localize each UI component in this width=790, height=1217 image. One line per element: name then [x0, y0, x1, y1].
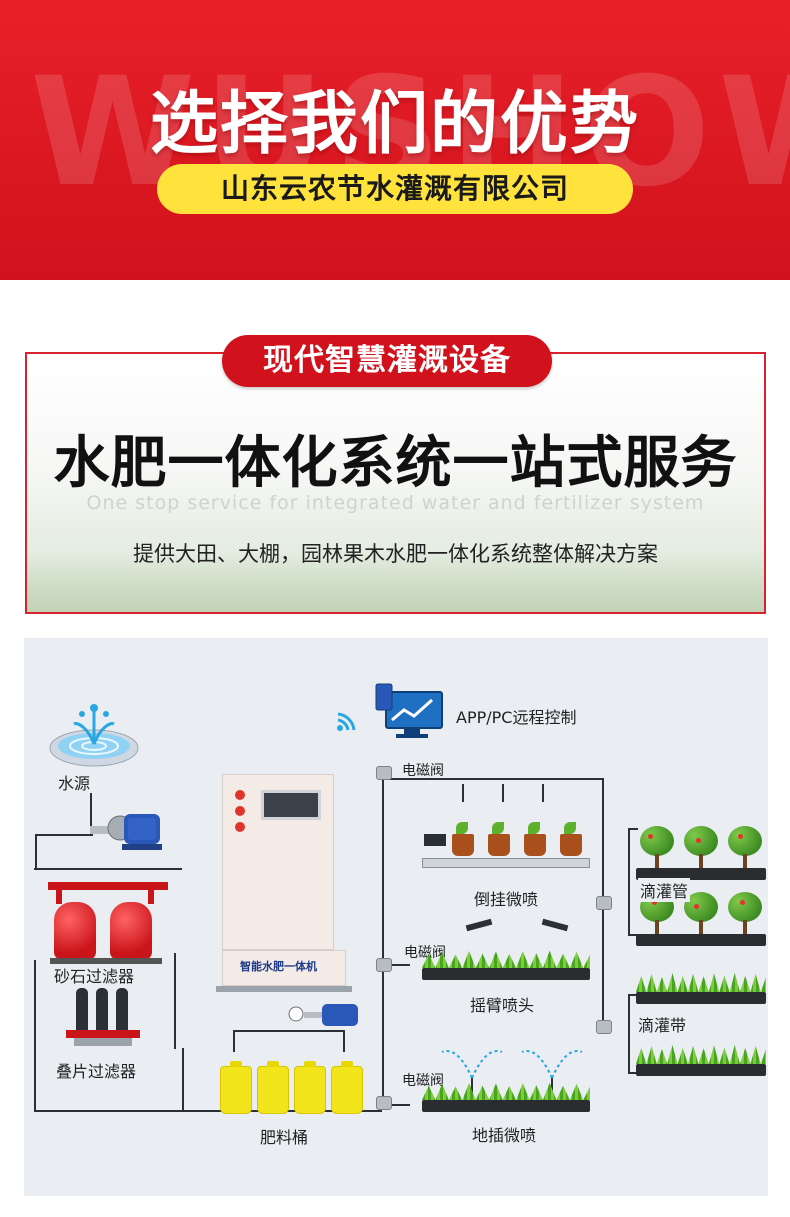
- remote-control-label: APP/PC远程控制: [456, 708, 577, 727]
- solenoid-valve-3-label: 电磁阀: [402, 1073, 444, 1089]
- computer-monitor-icon: [374, 682, 446, 742]
- advantage-banner: WUSHOW 选择我们的优势 山东云农节水灌溉有限公司: [0, 0, 790, 280]
- water-source-icon: [48, 700, 140, 770]
- fertilizer-bucket-label: 肥料桶: [260, 1128, 309, 1147]
- machine-touchscreen: [261, 790, 321, 820]
- service-headline: 水肥一体化系统一站式服务: [53, 431, 738, 496]
- field-background: [27, 552, 764, 612]
- disc-filter-icon: [66, 988, 144, 1054]
- solenoid-valve-3: [376, 1096, 392, 1110]
- sand-filter-icon: [48, 878, 178, 968]
- service-description: 提供大田、大棚，园林果木水肥一体化系统整体解决方案: [133, 542, 658, 566]
- drip-tape-label: 滴灌带: [638, 1016, 687, 1035]
- machine-button-red-3: [235, 822, 245, 832]
- pipe-buckets: [233, 1030, 345, 1052]
- water-pump-icon: [86, 806, 164, 856]
- drip-tape-field: [636, 964, 766, 1078]
- solenoid-valve-1-label: 电磁阀: [402, 763, 444, 779]
- pipe-filter-right: [174, 953, 182, 1049]
- pipe-filter-loop: [34, 1048, 184, 1112]
- hanging-micro-spray-scene: [422, 784, 592, 884]
- water-source-label: 水源: [58, 774, 91, 793]
- wifi-icon: [334, 704, 364, 734]
- machine-base: [216, 986, 352, 992]
- hanging-micro-spray-label: 倒挂微喷: [474, 890, 539, 909]
- pipe-low-branch: [382, 1104, 410, 1106]
- machine-button-red: [235, 790, 245, 800]
- service-english-subtitle: One stop service for integrated water an…: [86, 492, 705, 514]
- pipe-top-branch: [382, 778, 604, 780]
- fertilizer-bucket-3: [294, 1061, 326, 1114]
- fertilizer-bucket-2: [257, 1061, 289, 1114]
- pipe-filter-left: [34, 960, 44, 1050]
- ground-micro-spray-label: 地插微喷: [472, 1126, 537, 1145]
- pipe-mid-branch: [382, 964, 410, 966]
- irrigation-system-diagram: 水源 砂石过滤器: [24, 638, 768, 1196]
- drip-pipe-label: 滴灌管: [638, 878, 691, 902]
- drip-valve-1: [596, 896, 612, 910]
- pipe-drip-pipe-branch: [628, 828, 638, 936]
- disc-filter-label: 叠片过滤器: [56, 1062, 137, 1081]
- company-name-badge: 山东云农节水灌溉有限公司: [157, 164, 633, 214]
- solenoid-valve-2-label: 电磁阀: [404, 945, 446, 961]
- rocker-sprinkler-scene: [422, 918, 592, 984]
- solenoid-valve-1: [376, 766, 392, 780]
- pipe-source-down: [90, 793, 92, 835]
- pipe-right-vertical: [602, 910, 604, 1020]
- pipe-pump-line: [34, 868, 182, 870]
- machine-label: 智能水肥一体机: [240, 960, 317, 973]
- pipe-main-vertical: [382, 778, 384, 1110]
- banner-title: 选择我们的优势: [149, 85, 640, 164]
- pipe-source-to-pump: [35, 834, 93, 870]
- pipe-drip-tape-branch: [628, 994, 638, 1074]
- drip-valve-2: [596, 1020, 612, 1034]
- fertilizer-bucket-4: [331, 1061, 363, 1114]
- equipment-pill: 现代智慧灌溉设备: [222, 335, 552, 387]
- drip-pipe-orchard: [636, 822, 766, 950]
- solenoid-valve-2: [376, 958, 392, 972]
- machine-button-red-2: [235, 806, 245, 816]
- service-card: [25, 352, 766, 614]
- pipe-right-down: [602, 778, 604, 902]
- fertilizer-bucket-1: [220, 1061, 252, 1114]
- rocker-sprinkler-label: 摇臂喷头: [470, 996, 535, 1015]
- fertilizer-pump-icon: [282, 1000, 362, 1030]
- ground-micro-spray-scene: [422, 1038, 592, 1112]
- sand-filter-label: 砂石过滤器: [54, 967, 135, 986]
